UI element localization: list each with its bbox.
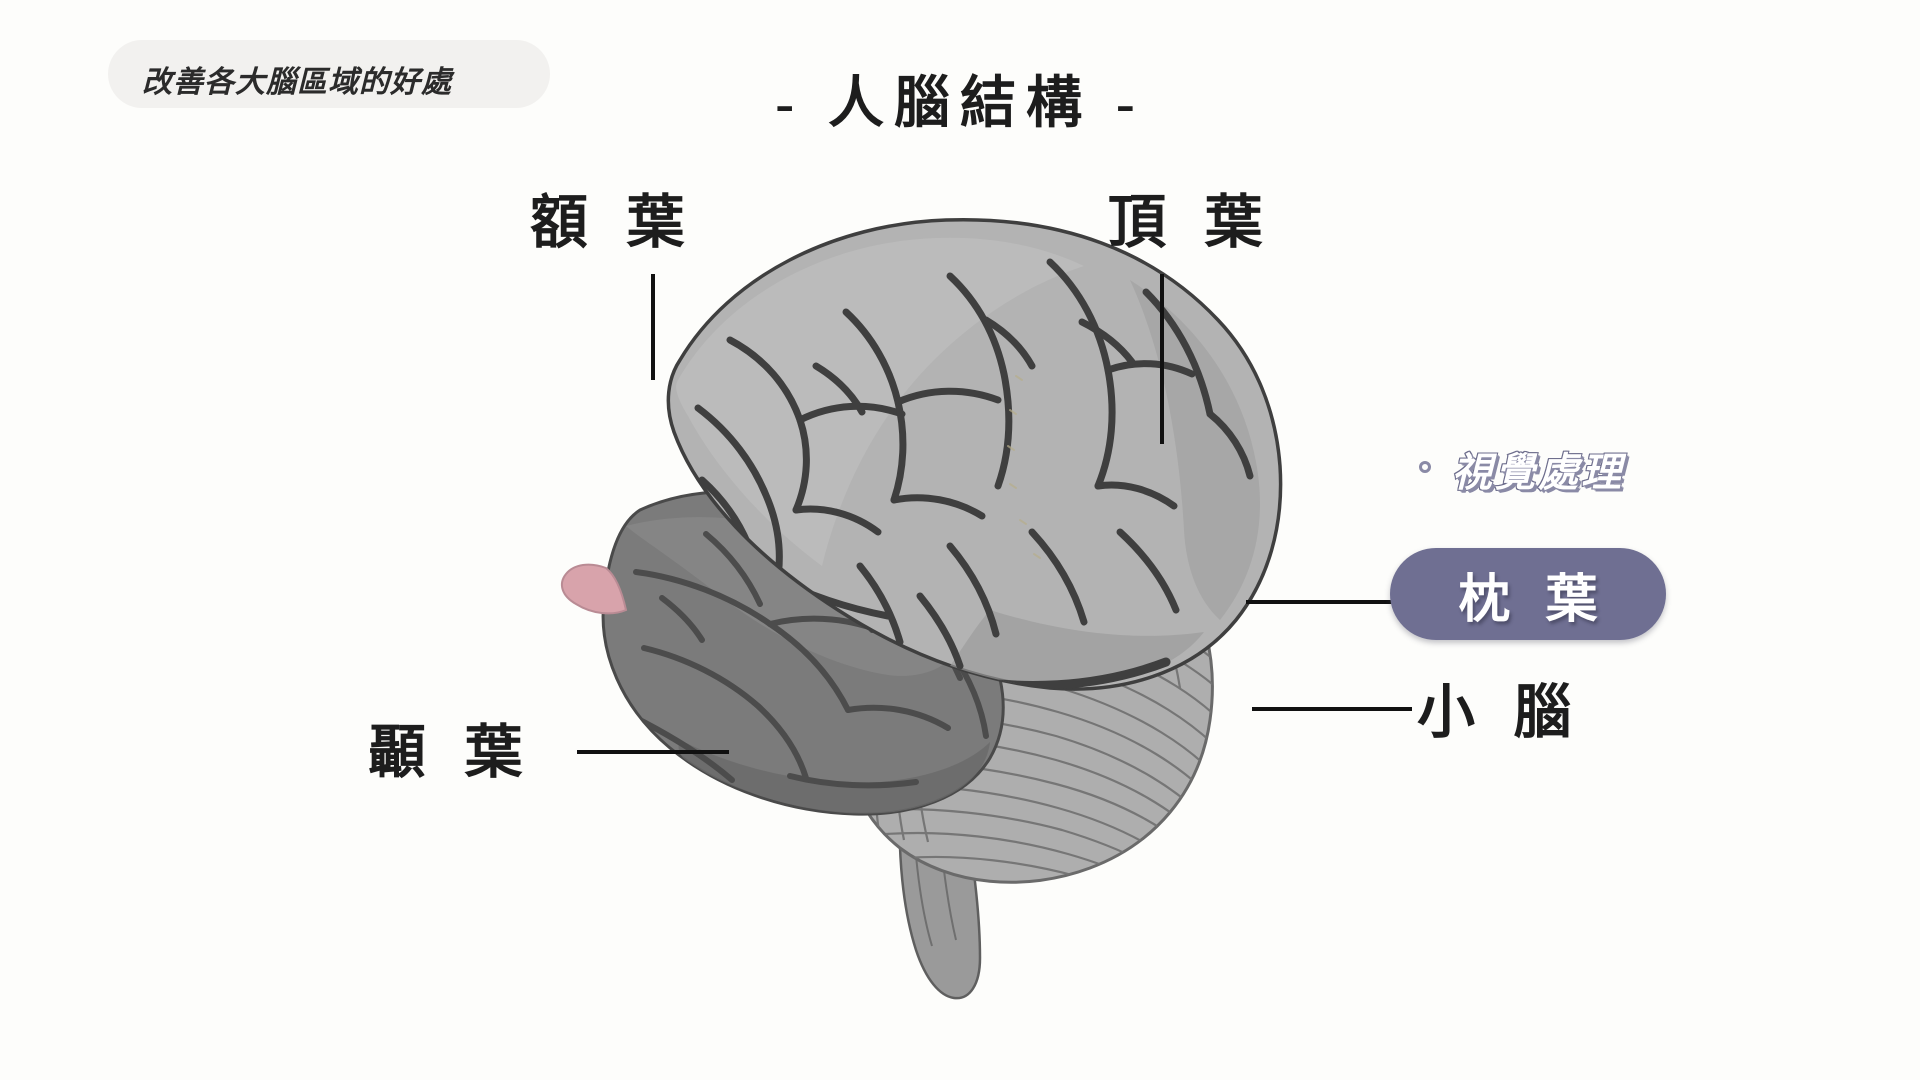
brain-illustration (430, 180, 1450, 1000)
leader-line-cerebellum (1252, 707, 1412, 711)
page-title: - 人腦結構 - (775, 73, 1145, 135)
leader-line-occipital (1246, 600, 1402, 604)
leader-line-parietal (1160, 274, 1164, 444)
region-badge-occipital-label: 枕 葉 (1458, 571, 1609, 629)
header-badge (108, 40, 550, 108)
region-badge-occipital-lobe[interactable]: 枕 葉 (1390, 548, 1666, 640)
region-label-frontal-lobe: 額 葉 (530, 190, 697, 255)
region-label-temporal-lobe: 顳 葉 (368, 720, 535, 785)
header-badge-label: 改善各大腦區域的好處 (142, 66, 452, 99)
region-label-parietal-lobe: 頂 葉 (1108, 190, 1275, 255)
leader-line-temporal (577, 750, 729, 754)
leader-line-frontal (651, 274, 655, 380)
occipital-function-text: 視覺處理 (1451, 449, 1624, 496)
bullet-circle-icon (1419, 461, 1431, 473)
region-label-cerebellum: 小 腦 (1417, 680, 1584, 745)
